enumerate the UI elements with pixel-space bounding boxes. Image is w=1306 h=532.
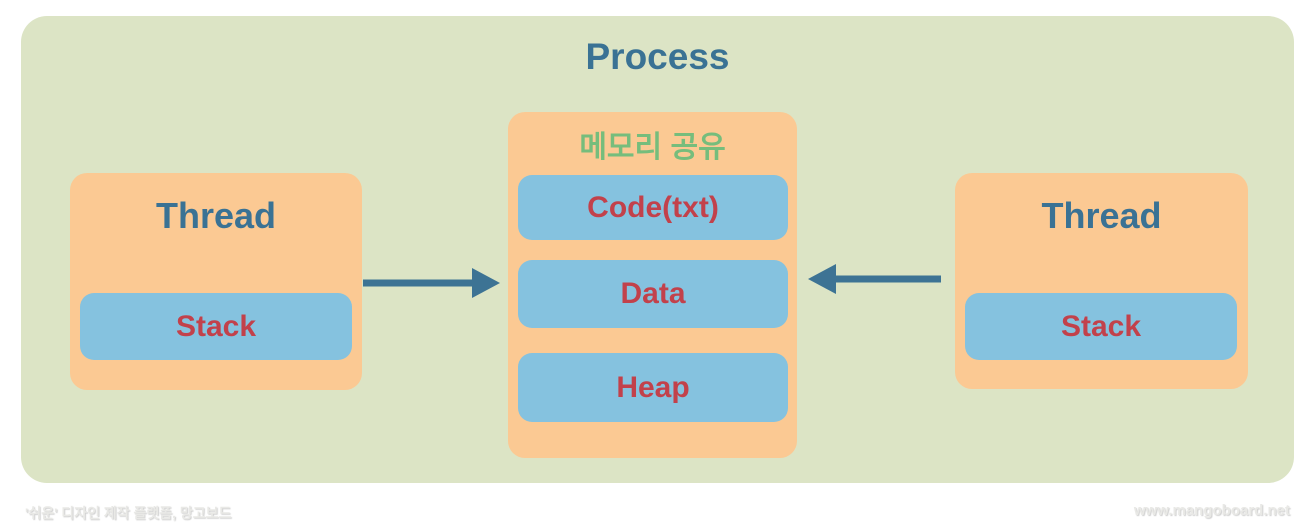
stack-box-right: Stack [965, 293, 1237, 360]
thread-title-right: Thread [1041, 195, 1162, 236]
memory-segment-data: Data [518, 260, 788, 328]
process-container: Process Thread Stack 메모리 공유 Code(txt) Da… [21, 16, 1294, 483]
memory-box: 메모리 공유 Code(txt) Data Heap [508, 112, 797, 458]
memory-segment-code: Code(txt) [518, 175, 788, 240]
process-title: Process [585, 36, 730, 77]
watermark-brand-text: '쉬운' 디자인 제작 플랫폼, 망고보드 [25, 505, 232, 521]
arrow-right-icon [363, 268, 500, 298]
thread-box-left: Thread Stack [70, 173, 362, 390]
memory-title: 메모리 공유 [579, 131, 726, 164]
stack-box-left: Stack [80, 293, 352, 360]
thread-title-left: Thread [155, 195, 277, 236]
arrow-left-icon [808, 264, 941, 294]
watermark-url: www.mangoboard.net [1133, 502, 1290, 519]
memory-segment-heap: Heap [518, 353, 788, 422]
thread-box-right: Thread Stack [955, 173, 1248, 389]
